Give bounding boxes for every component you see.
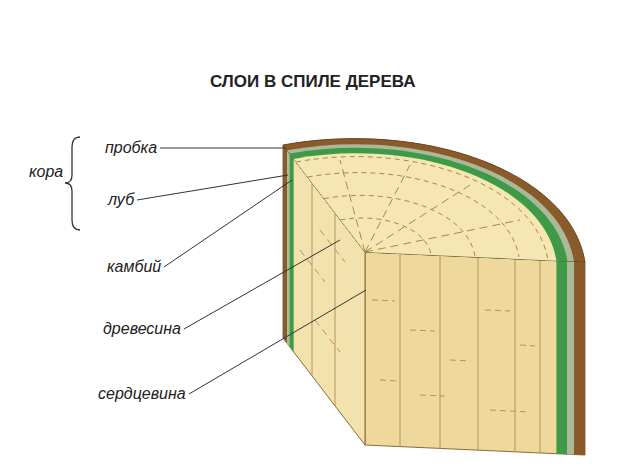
- cambium-strip: [290, 154, 294, 352]
- phloem-strip: [567, 261, 574, 454]
- cork-top: [283, 139, 585, 262]
- wood-grain: [372, 254, 540, 453]
- group-label: кора: [29, 163, 63, 181]
- layer-label: сердцевина: [98, 385, 186, 403]
- layer-label: луб: [108, 191, 134, 209]
- bracket: [65, 137, 80, 230]
- wood-top: [294, 153, 557, 260]
- cork-strip: [574, 262, 585, 456]
- right-face: [365, 252, 585, 455]
- growth-rings: [296, 157, 548, 260]
- leader-lines: [137, 148, 366, 394]
- phloem-strip: [287, 150, 289, 346]
- layer-label: камбий: [107, 258, 161, 276]
- cambium-strip: [556, 261, 567, 455]
- layer-label: древесина: [103, 320, 181, 338]
- phloem-top: [287, 144, 574, 261]
- title: СЛОИ В СПИЛЕ ДЕРЕВА: [210, 72, 416, 92]
- cambium-top: [290, 148, 568, 262]
- wood-rays: [340, 160, 520, 252]
- layer-label: пробка: [105, 139, 157, 157]
